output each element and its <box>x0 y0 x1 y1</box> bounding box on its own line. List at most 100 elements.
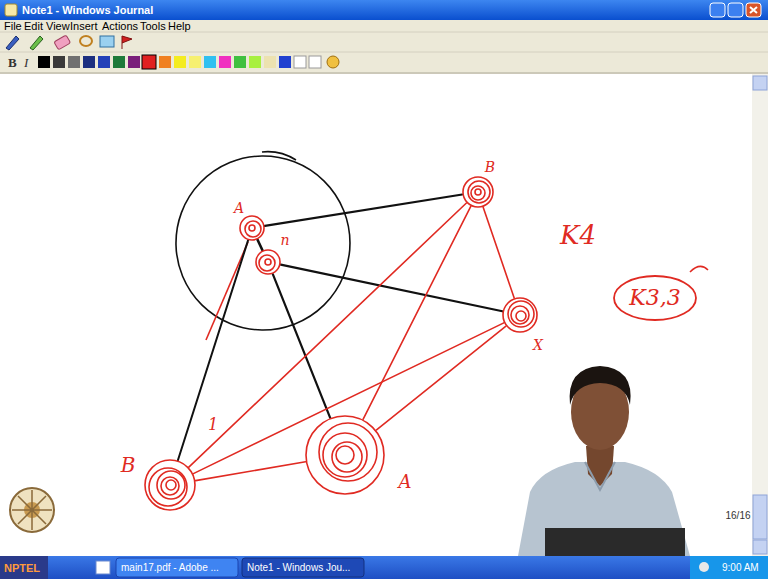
graph-edge <box>265 195 462 226</box>
taskbar-button-active <box>242 558 364 577</box>
vertex-ring <box>468 181 490 203</box>
enclosing-circle <box>176 156 350 330</box>
lecturer-video <box>518 366 690 556</box>
graph-edge <box>178 240 248 460</box>
vertex-ring <box>516 311 526 321</box>
vertex-ring <box>306 416 384 494</box>
vertex-label: K3,3 <box>629 287 680 309</box>
vertex-label: n <box>280 233 289 247</box>
clock: 9:00 AM <box>722 563 759 573</box>
color-swatch <box>294 56 306 68</box>
system-tray <box>690 556 768 579</box>
flag-icon <box>122 36 132 49</box>
taskbar-label: main17.pdf - Adobe ... <box>121 563 219 573</box>
graph-vertex: B <box>462 176 494 208</box>
window-title: Note1 - Windows Journal <box>22 5 153 16</box>
vertex-ring <box>259 255 275 271</box>
channel-logo: NPTEL <box>4 563 40 574</box>
title-bar <box>0 0 768 20</box>
vertex-ring <box>319 423 377 481</box>
graph-edge <box>281 265 503 312</box>
scrollbar <box>752 74 768 556</box>
pen-tools <box>6 35 132 50</box>
vertex-ring <box>471 186 485 200</box>
graph-edge <box>363 206 471 419</box>
vertex-ring <box>256 250 280 274</box>
taskbar-label: Note1 - Windows Jou... <box>247 563 350 573</box>
vertex-ring <box>336 446 354 464</box>
pen-icon <box>6 36 19 50</box>
vertex-ring <box>157 471 185 499</box>
vertex-ring <box>511 306 529 324</box>
minimize-button <box>710 3 725 17</box>
hair <box>570 366 631 405</box>
color-swatch <box>219 56 231 68</box>
vertex-ring <box>332 442 362 472</box>
color-swatch <box>264 56 276 68</box>
color-swatch <box>204 56 216 68</box>
color-palette <box>38 55 339 69</box>
separator <box>0 73 768 74</box>
tray-icon <box>699 562 709 572</box>
menu-item: View <box>46 21 70 32</box>
vertex-ring <box>463 177 493 207</box>
menu-item: Edit <box>24 21 43 32</box>
color-swatch <box>128 56 140 68</box>
pen-stroke <box>690 266 708 272</box>
vertex-outline <box>255 249 281 275</box>
handwritten-note: K4 <box>560 222 596 248</box>
vertex-outline <box>462 176 494 208</box>
color-swatch <box>83 56 95 68</box>
vertex-label: B <box>121 455 136 475</box>
pen-stroke <box>262 152 296 160</box>
app-icon <box>5 4 17 16</box>
vertex-ring <box>166 480 176 490</box>
menu-item: Insert <box>70 21 98 32</box>
vertex-ring <box>149 468 187 506</box>
color-swatch <box>309 56 321 68</box>
eraser-icon <box>54 35 71 50</box>
color-swatch <box>38 56 50 68</box>
vertex-ring <box>475 189 481 195</box>
circled-note: K3,3 <box>613 275 697 321</box>
italic-button: I <box>24 56 28 69</box>
nptel-emblem <box>10 488 54 532</box>
graph-edge <box>193 323 503 474</box>
color-swatch-selected <box>142 55 156 69</box>
separator <box>0 32 768 33</box>
bold-button: B <box>8 56 17 69</box>
handwritten-note: 1 <box>208 417 218 433</box>
graph-edge <box>196 462 306 481</box>
graph-edge <box>258 240 263 250</box>
graph-vertex: X <box>502 297 538 333</box>
neck <box>586 446 614 486</box>
emblem-spokes <box>12 490 52 530</box>
taskbar <box>0 556 768 579</box>
scroll-down <box>753 540 767 554</box>
graph-vertex: n <box>255 249 281 275</box>
menu-toolbar-area <box>0 20 768 74</box>
color-swatch <box>98 56 110 68</box>
menu-item: Help <box>168 21 191 32</box>
graph-vertex: A <box>239 215 265 241</box>
circled-outline <box>614 276 696 320</box>
graph-vertex: A <box>305 415 385 495</box>
color-swatch <box>68 56 80 68</box>
color-swatch <box>234 56 246 68</box>
journal-page <box>0 74 752 556</box>
close-button <box>746 3 761 17</box>
graph-edge <box>483 207 514 298</box>
pen-stroke <box>206 242 248 340</box>
color-swatch <box>189 56 201 68</box>
vertex-ring <box>245 221 261 237</box>
separator <box>0 52 768 53</box>
highlighter-icon <box>30 36 43 50</box>
color-swatch <box>159 56 171 68</box>
scroll-up <box>753 76 767 90</box>
palette-icon <box>327 56 339 68</box>
vertex-outline <box>305 415 385 495</box>
vertex-label: B <box>485 160 495 174</box>
vertex-ring <box>508 301 534 327</box>
graph-edge <box>273 274 330 418</box>
vertex-ring <box>323 433 367 477</box>
